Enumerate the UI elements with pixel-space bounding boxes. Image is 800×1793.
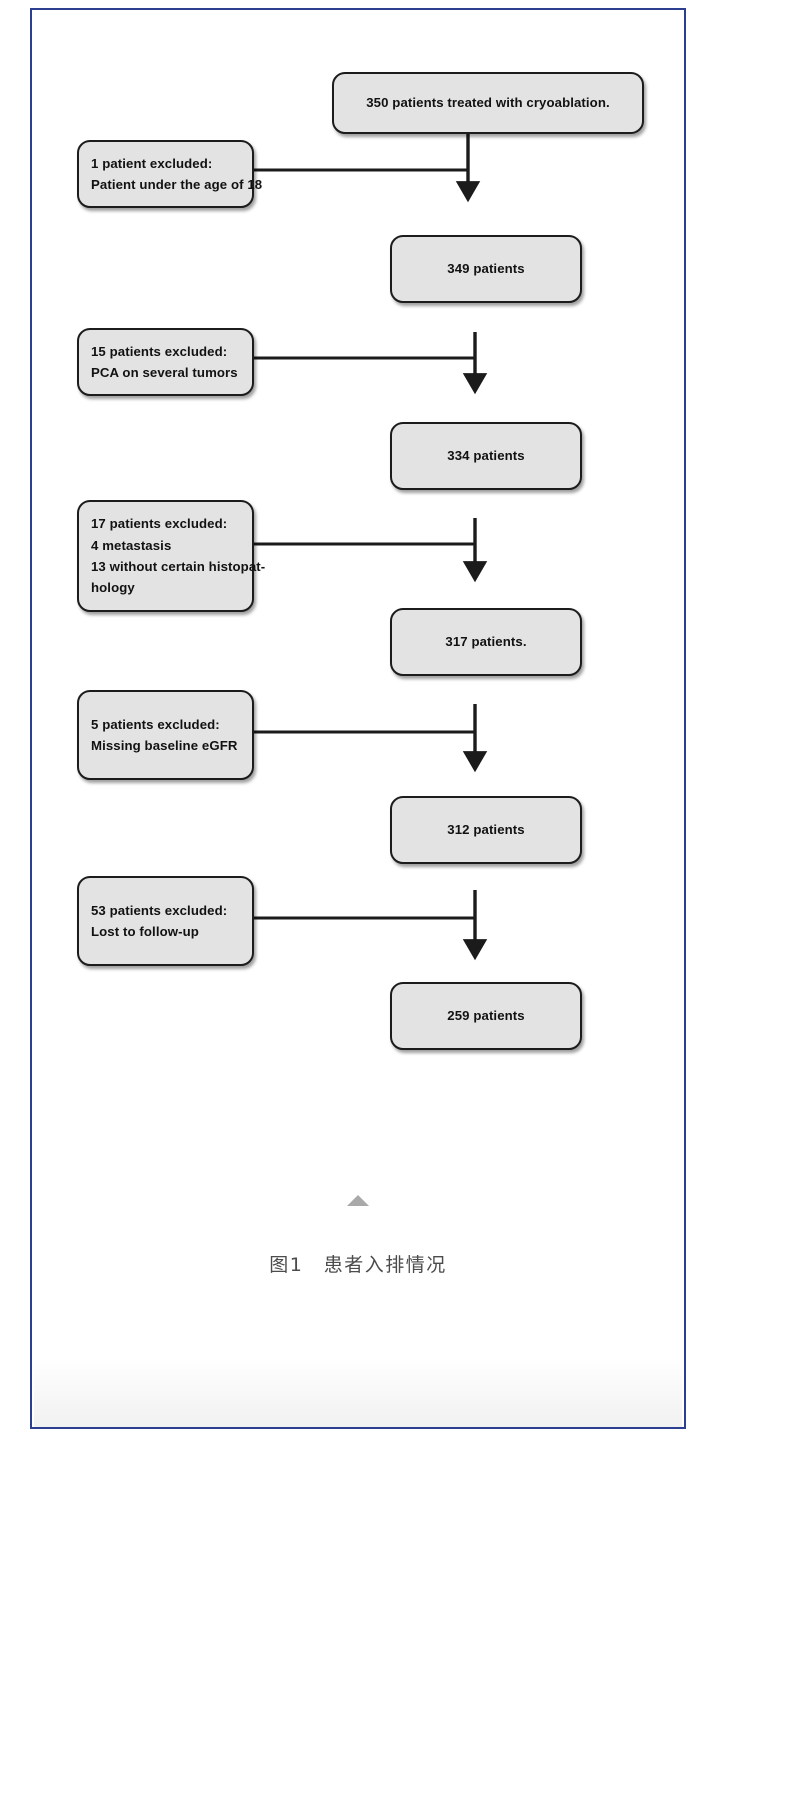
figure-page-frame: 350 patients treated with cryoablation. …	[30, 8, 686, 1429]
cohort-node-label: 312 patients	[447, 822, 525, 838]
exclusion-node-line: 13 without certain histopat-	[91, 559, 266, 574]
triangle-up-icon	[347, 1195, 369, 1206]
figure-caption-block: 图1 患者入排情况	[32, 1195, 684, 1277]
cohort-node-312: 312 patients	[390, 796, 582, 864]
exclusion-node-4: 5 patients excluded: Missing baseline eG…	[77, 690, 254, 780]
cohort-node-label: 350 patients treated with cryoablation.	[366, 95, 610, 111]
cohort-node-350: 350 patients treated with cryoablation.	[332, 72, 644, 134]
cohort-node-259: 259 patients	[390, 982, 582, 1050]
exclusion-node-line: hology	[91, 580, 135, 596]
exclusion-node-line: 1 patient excluded:	[91, 155, 213, 171]
exclusion-node-line: 17 patients excluded:	[91, 516, 228, 532]
cohort-node-317: 317 patients.	[390, 608, 582, 676]
cohort-node-349: 349 patients	[390, 235, 582, 303]
exclusion-node-line: PCA on several tumors	[91, 365, 238, 380]
exclusion-node-3: 17 patients excluded: 4 metastasis 13 wi…	[77, 500, 265, 612]
cohort-node-334: 334 patients	[390, 422, 582, 490]
exclusion-node-line: 53 patients excluded:	[91, 902, 228, 918]
exclusion-node-line: Missing baseline eGFR	[91, 738, 238, 753]
exclusion-node-5: 53 patients excluded: Lost to follow-up	[77, 876, 254, 966]
exclusion-node-2: 15 patients excluded: PCA on several tum…	[77, 328, 254, 396]
cohort-node-label: 334 patients	[447, 448, 525, 464]
exclusion-node-line: 5 patients excluded:	[91, 716, 220, 732]
figure-caption: 图1 患者入排情况	[269, 1254, 447, 1276]
exclusion-node-line: Lost to follow-up	[91, 924, 199, 939]
cohort-node-label: 317 patients.	[445, 634, 527, 650]
exclusion-node-line: 15 patients excluded:	[91, 343, 228, 359]
flowchart-canvas: 350 patients treated with cryoablation. …	[32, 10, 684, 1427]
exclusion-node-line: 4 metastasis	[91, 537, 172, 553]
exclusion-node-1: 1 patient excluded: Patient under the ag…	[77, 140, 262, 208]
cohort-node-label: 349 patients	[447, 261, 525, 277]
exclusion-node-line: Patient under the age of 18	[91, 177, 263, 192]
cohort-node-label: 259 patients	[447, 1008, 525, 1024]
